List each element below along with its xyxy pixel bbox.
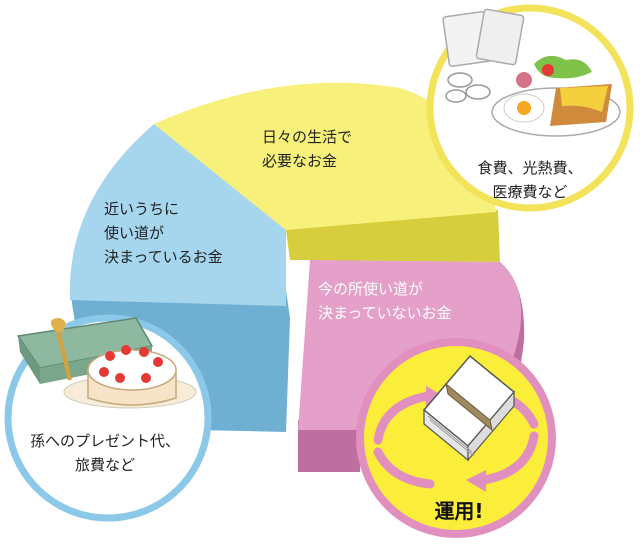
breakfast-plate-icon — [491, 55, 621, 137]
money-bundle-icon — [422, 354, 516, 462]
unplanned-label-line2: 決まっていないお金 — [318, 304, 452, 322]
invest-caption: 運用! — [434, 499, 483, 523]
food-caption-line1: 食費、光熱費、 — [477, 159, 582, 177]
cake-icon — [63, 345, 197, 409]
pie-chart — [69, 82, 525, 472]
food-callout: 食費、光熱費、 医療費など — [426, 4, 634, 212]
planned-label-line2: 使い道が — [104, 224, 164, 242]
food-caption-line2: 医療費など — [492, 183, 567, 201]
gift-callout: 孫へのプレゼント代、 旅費など — [4, 314, 212, 522]
daily-label-line1: 日々の生活で — [262, 128, 352, 146]
daily-slice — [154, 82, 496, 230]
gift-caption-line2: 旅費など — [75, 456, 135, 474]
unplanned-slice-base — [298, 420, 360, 472]
medicine-packets-icon — [442, 8, 525, 103]
planned-label-line1: 近いうちに — [104, 200, 179, 218]
unplanned-label-line1: 今の所使い道が — [318, 280, 423, 298]
planned-slice — [69, 124, 287, 306]
gift-caption-line1: 孫へのプレゼント代、 — [30, 432, 180, 450]
daily-label-line2: 必要なお金 — [262, 152, 337, 170]
invest-callout: 運用! — [356, 338, 556, 538]
planned-label-line3: 決まっているお金 — [104, 248, 223, 266]
daily-slice-side — [286, 210, 500, 262]
slice-labels: 日々の生活で 必要なお金 近いうちに 使い道が 決まっているお金 今の所使い道が… — [104, 128, 452, 322]
